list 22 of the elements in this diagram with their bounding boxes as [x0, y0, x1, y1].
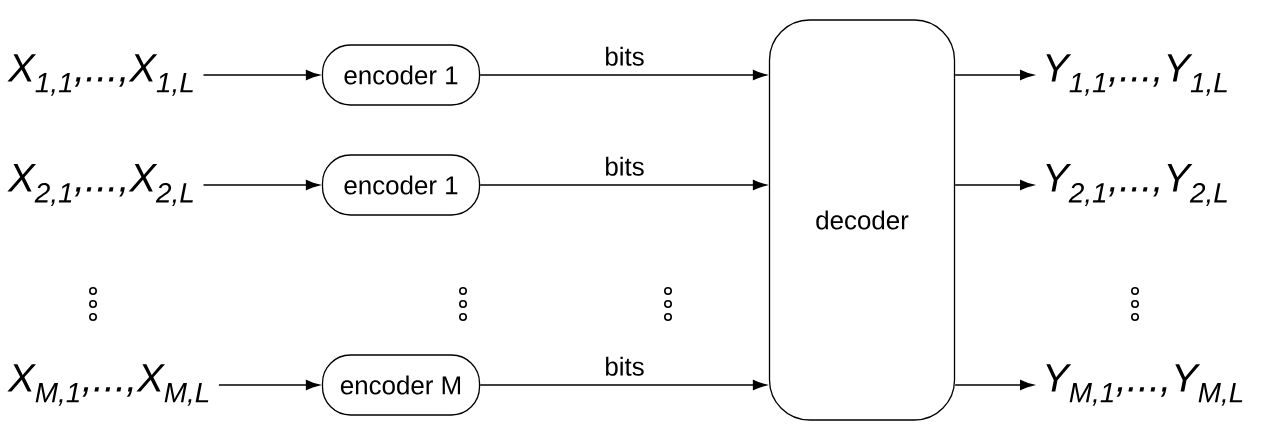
edge-label: bits: [603, 45, 646, 67]
encoder-box: encoder M: [321, 354, 481, 416]
input-label: X$_{2,1}$,...,X$_{2,L}$: [7, 164, 193, 206]
decoder-box: decoder: [768, 19, 956, 421]
arrow: [954, 179, 1034, 191]
arrow: [954, 69, 1034, 81]
output-label: Y$_{1,1}$,...,Y$_{1,L}$: [1046, 54, 1227, 96]
arrow: [954, 379, 1034, 391]
arrow: [479, 379, 767, 391]
edge-label: bits: [603, 355, 646, 377]
edge-label: bits: [603, 155, 646, 177]
encoder-box: encoder 1: [321, 44, 481, 106]
input-label: X$_{M,1}$,...,X$_{M,L}$: [7, 364, 209, 406]
arrow: [202, 179, 320, 191]
encoder-box: encoder 1: [321, 154, 481, 216]
arrow: [218, 379, 320, 391]
arrow: [202, 69, 320, 81]
input-label: X$_{1,1}$,...,X$_{1,L}$: [7, 54, 193, 96]
arrow: [479, 179, 767, 191]
output-label: Y$_{2,1}$,...,Y$_{2,L}$: [1046, 164, 1227, 206]
arrow: [479, 69, 767, 81]
output-label: Y$_{M,1}$,...,Y$_{M,L}$: [1046, 364, 1243, 406]
